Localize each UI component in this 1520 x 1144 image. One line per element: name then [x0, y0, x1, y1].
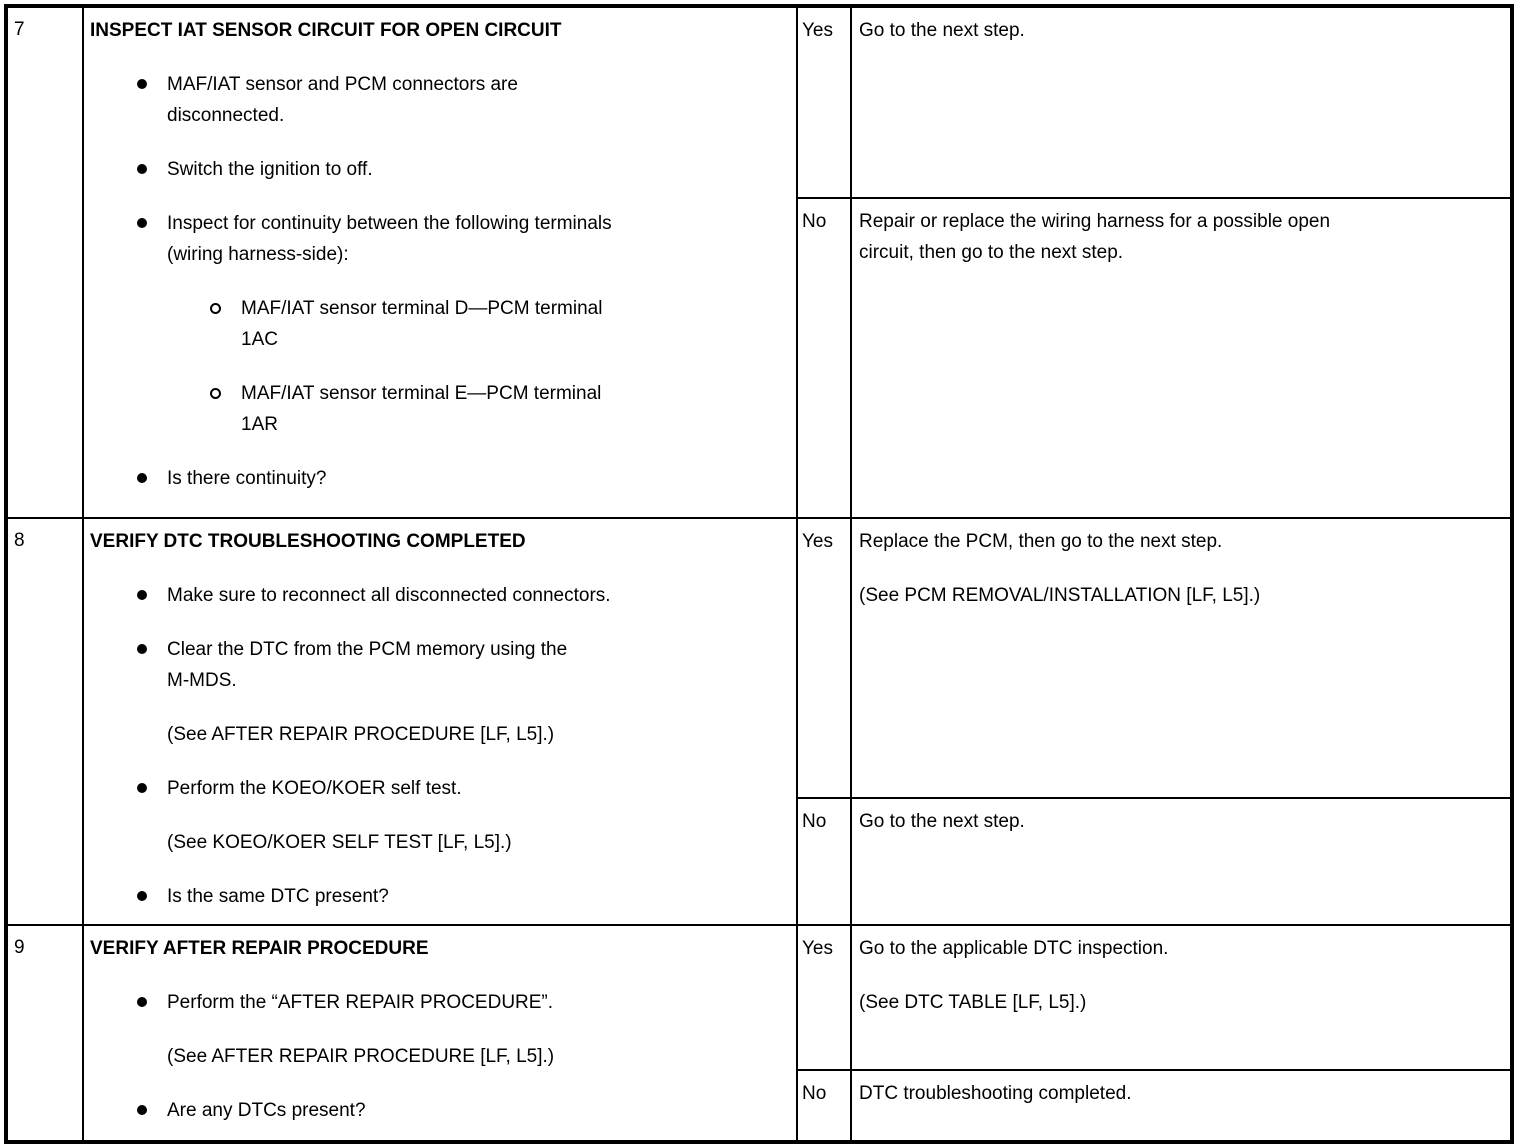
reference-note-text: (See AFTER REPAIR PROCEDURE [LF, L5].)	[167, 724, 555, 745]
list-item-text: Inspect for continuity between the follo…	[167, 213, 612, 265]
no-result-cell: Repair or replace the wiring harness for…	[850, 197, 1513, 519]
sub-list-item: MAF/IAT sensor terminal E—PCM terminal 1…	[84, 378, 790, 440]
list-item-text: Make sure to reconnect all disconnected …	[167, 585, 611, 606]
result-text: Go to the next step.	[859, 20, 1025, 41]
reference-note-text: (See AFTER REPAIR PROCEDURE [LF, L5].)	[167, 1046, 555, 1067]
result-text: Replace the PCM, then go to the next ste…	[859, 531, 1223, 552]
table-row-step-9: 9 VERIFY AFTER REPAIR PROCEDURE Perform …	[5, 924, 1513, 1143]
bullet-icon	[137, 473, 147, 483]
table-row-step-7-no: No Repair or replace the wiring harness …	[6, 197, 1513, 519]
bullet-icon	[137, 997, 147, 1007]
bullet-icon	[137, 218, 147, 228]
list-item: Inspect for continuity between the follo…	[84, 208, 790, 270]
list-item: Is the same DTC present?	[84, 881, 790, 912]
list-item: Perform the “AFTER REPAIR PROCEDURE”.	[84, 987, 790, 1018]
yes-cell: Yes	[796, 517, 852, 799]
list-item-text: MAF/IAT sensor and PCM connectors are di…	[167, 74, 518, 126]
sub-list-item-text: MAF/IAT sensor terminal E—PCM terminal 1…	[241, 383, 602, 435]
step-number: 7	[5, 5, 84, 519]
yes-result-cell: Replace the PCM, then go to the next ste…	[850, 517, 1513, 799]
action-title: VERIFY DTC TROUBLESHOOTING COMPLETED	[90, 531, 526, 552]
list-item-text: Is the same DTC present?	[167, 886, 389, 907]
list-item-text: Is there continuity?	[167, 468, 327, 489]
no-cell: No	[796, 1069, 852, 1143]
bullet-icon	[137, 164, 147, 174]
list-item-text: Clear the DTC from the PCM memory using …	[167, 639, 568, 691]
reference-note: (See KOEO/KOER SELF TEST [LF, L5].)	[84, 827, 790, 858]
no-cell: No	[796, 197, 852, 519]
list-item: Are any DTCs present?	[84, 1095, 790, 1126]
result-reference-text: (See PCM REMOVAL/INSTALLATION [LF, L5].)	[859, 585, 1261, 606]
bullet-icon	[137, 79, 147, 89]
list-item-text: Are any DTCs present?	[167, 1100, 366, 1121]
no-result-cell: DTC troubleshooting completed.	[850, 1069, 1513, 1143]
bullet-icon	[137, 644, 147, 654]
list-item: MAF/IAT sensor and PCM connectors are di…	[84, 69, 790, 131]
result-text: DTC troubleshooting completed.	[859, 1083, 1132, 1104]
list-item: Is there continuity?	[84, 463, 790, 494]
action-cell: VERIFY DTC TROUBLESHOOTING COMPLETED Mak…	[82, 517, 798, 926]
no-cell: No	[796, 797, 852, 926]
result-reference-text: (See DTC TABLE [LF, L5].)	[859, 992, 1087, 1013]
result-text: Repair or replace the wiring harness for…	[859, 211, 1331, 263]
list-item: Switch the ignition to off.	[84, 154, 790, 185]
result-text: Go to the next step.	[859, 811, 1025, 832]
list-item-text: Switch the ignition to off.	[167, 159, 373, 180]
list-item: Clear the DTC from the PCM memory using …	[84, 634, 790, 696]
step-number: 8	[5, 517, 84, 926]
yes-cell: Yes	[796, 5, 852, 199]
step-number: 9	[5, 924, 84, 1143]
list-item: Perform the KOEO/KOER self test.	[84, 773, 790, 804]
list-item: Make sure to reconnect all disconnected …	[84, 580, 790, 611]
bullet-icon	[137, 590, 147, 600]
action-cell: INSPECT IAT SENSOR CIRCUIT FOR OPEN CIRC…	[82, 5, 798, 519]
action-title: VERIFY AFTER REPAIR PROCEDURE	[90, 938, 429, 959]
troubleshooting-table: 7 INSPECT IAT SENSOR CIRCUIT FOR OPEN CI…	[4, 4, 1514, 1144]
result-text: Go to the applicable DTC inspection.	[859, 938, 1169, 959]
no-result-cell: Go to the next step.	[850, 797, 1513, 926]
list-item-text: Perform the KOEO/KOER self test.	[167, 778, 462, 799]
circle-icon	[210, 303, 221, 314]
list-item-text: Perform the “AFTER REPAIR PROCEDURE”.	[167, 992, 554, 1013]
document-page: 7 INSPECT IAT SENSOR CIRCUIT FOR OPEN CI…	[4, 4, 1514, 1144]
table-row-step-8-no: No Go to the next step.	[6, 797, 1513, 926]
reference-note: (See AFTER REPAIR PROCEDURE [LF, L5].)	[84, 1041, 790, 1072]
yes-result-cell: Go to the next step.	[850, 5, 1513, 199]
reference-note-text: (See KOEO/KOER SELF TEST [LF, L5].)	[167, 832, 512, 853]
action-cell: VERIFY AFTER REPAIR PROCEDURE Perform th…	[82, 924, 798, 1143]
action-title: INSPECT IAT SENSOR CIRCUIT FOR OPEN CIRC…	[90, 20, 562, 41]
bullet-icon	[137, 1105, 147, 1115]
bullet-icon	[137, 783, 147, 793]
circle-icon	[210, 388, 221, 399]
yes-cell: Yes	[796, 924, 852, 1071]
table-row-step-8: 8 VERIFY DTC TROUBLESHOOTING COMPLETED M…	[5, 517, 1513, 926]
sub-list-item-text: MAF/IAT sensor terminal D—PCM terminal 1…	[241, 298, 603, 350]
sub-list-item: MAF/IAT sensor terminal D—PCM terminal 1…	[84, 293, 790, 355]
reference-note: (See AFTER REPAIR PROCEDURE [LF, L5].)	[84, 719, 790, 750]
bullet-icon	[137, 891, 147, 901]
yes-result-cell: Go to the applicable DTC inspection. (Se…	[850, 924, 1513, 1071]
table-row-step-7: 7 INSPECT IAT SENSOR CIRCUIT FOR OPEN CI…	[5, 5, 1513, 519]
